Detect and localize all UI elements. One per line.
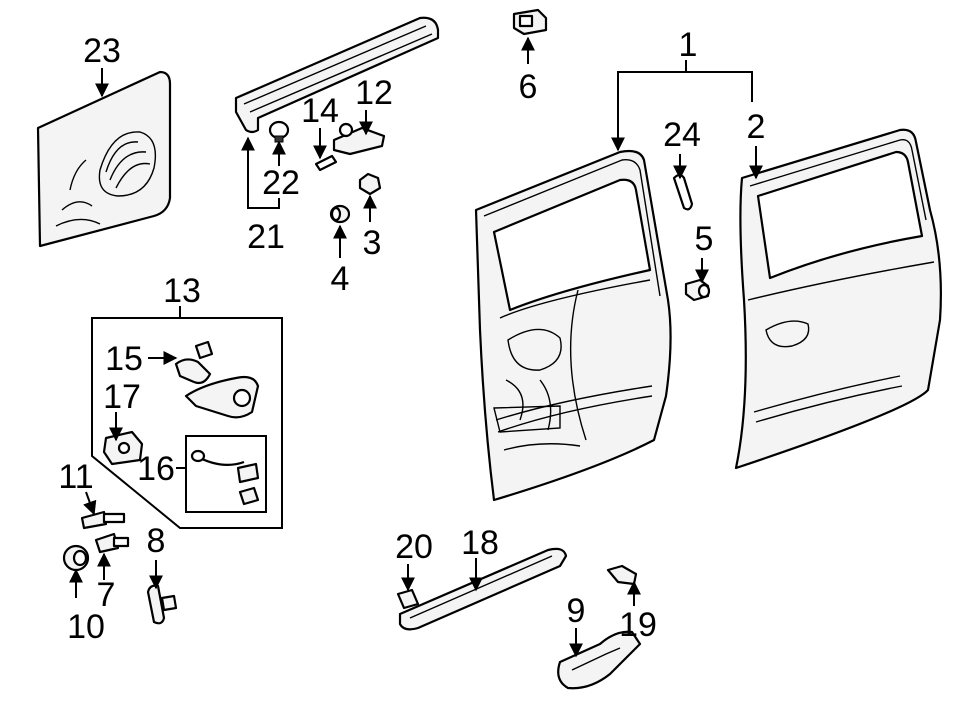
leader-lines (69, 36, 763, 658)
part-10-cap (62, 544, 90, 572)
part-23-trim-panel (36, 70, 172, 248)
callout-17: 17 (103, 378, 141, 416)
part-12-bracket (332, 122, 386, 156)
part-8-striker (146, 584, 178, 625)
part-21-upper-rail (234, 16, 440, 134)
part-5-roller (684, 278, 711, 302)
callout-2: 2 (747, 108, 766, 146)
part-3-bumper (358, 172, 382, 196)
callout-9: 9 (567, 592, 586, 630)
callout-10: 10 (67, 608, 105, 646)
callout-5: 5 (695, 220, 714, 258)
part-14-clip (314, 154, 338, 172)
callout-1: 1 (679, 26, 698, 64)
callout-22: 22 (262, 164, 300, 202)
callout-6: 6 (519, 68, 538, 106)
callout-23: 23 (83, 32, 121, 70)
callout-11: 11 (58, 458, 93, 496)
callout-12: 12 (355, 74, 393, 112)
part-20-bolt (396, 588, 420, 610)
callout-19: 19 (619, 606, 657, 644)
part-7-bolt (94, 532, 130, 554)
part-4-grommet (329, 204, 351, 224)
callout-8: 8 (147, 522, 166, 560)
callout-16: 16 (137, 450, 175, 488)
callout-13: 13 (163, 272, 201, 310)
part-15-roller-arm (174, 340, 260, 419)
part-16-cable (190, 449, 260, 506)
part-6-stopper (512, 8, 548, 36)
callout-14: 14 (301, 92, 339, 130)
callout-3: 3 (363, 224, 382, 262)
callout-20: 20 (395, 528, 433, 566)
part-19-clip (606, 564, 638, 586)
part-9-lower-guide (557, 630, 642, 690)
callout-15: 15 (105, 340, 143, 378)
part-2-outer-panel (734, 128, 942, 470)
part-24-molding (672, 173, 694, 211)
part-1-door-shell (474, 149, 672, 502)
callout-4: 4 (331, 260, 350, 298)
part-22-clip (268, 120, 290, 143)
part-11-bolt (80, 510, 126, 530)
callout-21: 21 (247, 218, 285, 256)
part-13-group-frame (91, 317, 283, 529)
callout-18: 18 (461, 524, 499, 562)
callout-labels: 23 21 22 12 14 3 4 6 1 2 24 5 13 15 17 1… (58, 26, 765, 646)
callout-24: 24 (663, 116, 701, 154)
callout-7: 7 (97, 576, 116, 614)
